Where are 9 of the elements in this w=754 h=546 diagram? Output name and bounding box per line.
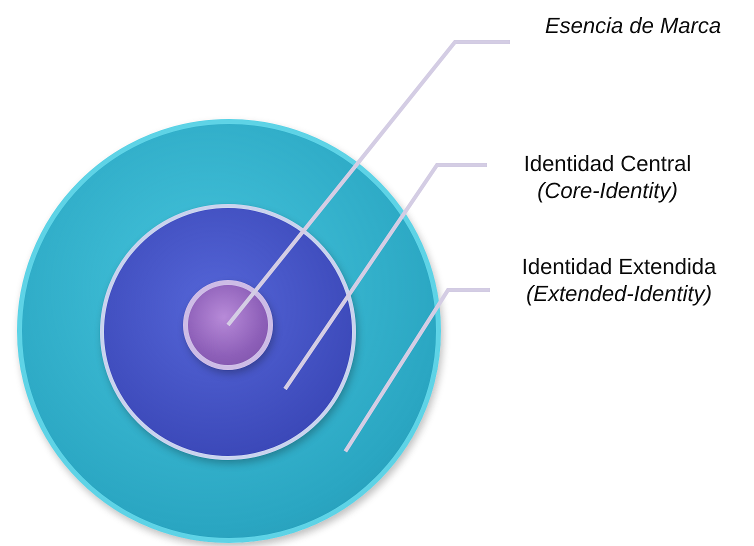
leader-line [226,40,510,326]
label-text: Identidad Extendida [522,253,716,280]
subtitle-text: (Core-Identity) [537,177,678,204]
label-text: Esencia de Marca [545,12,722,39]
leader-line [344,288,490,453]
leader-line [283,163,487,390]
label-text: Identidad Central [524,150,692,177]
subtitle-text: (Extended-Identity) [526,280,712,307]
inner-circle [183,280,273,370]
